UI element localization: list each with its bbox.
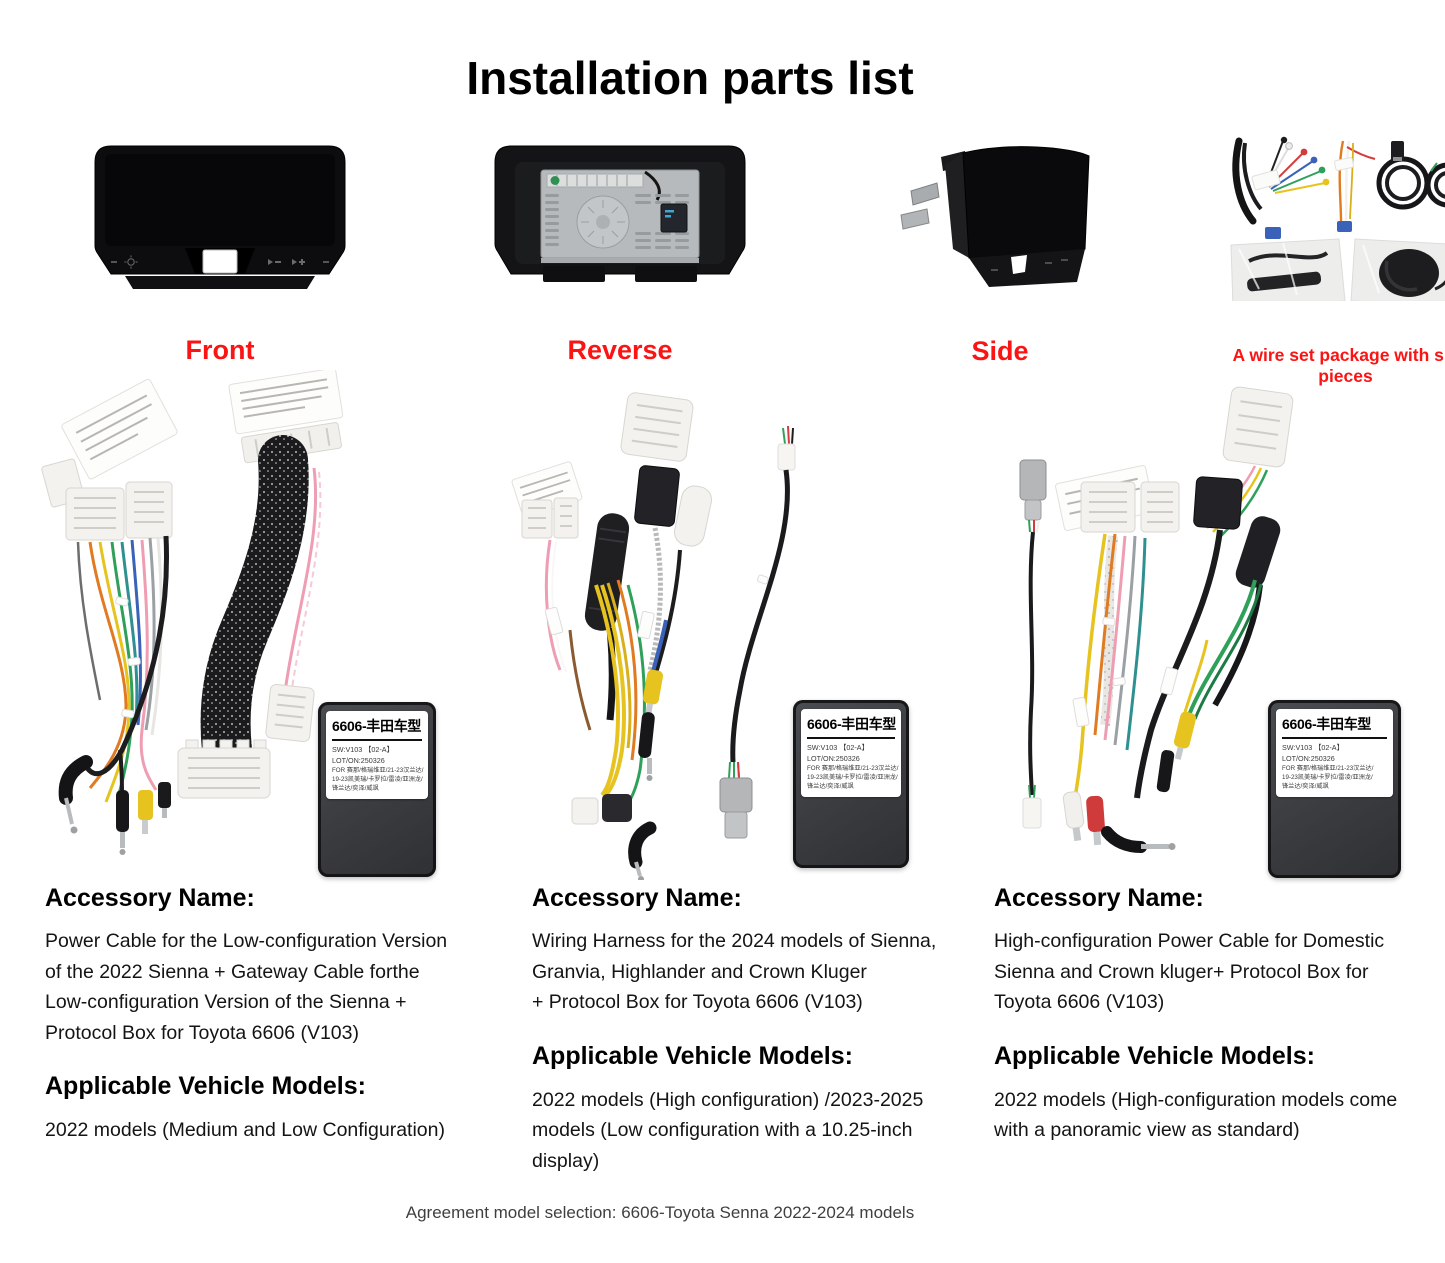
- harness-photo-1: 6606-丰田车型 SW:V103 【02-A】 LOT/ON:250326 F…: [30, 370, 450, 880]
- gateway-cable: [177, 370, 344, 799]
- side-view-figure: Side: [887, 121, 1113, 381]
- accessory-name-heading: Accessory Name:: [994, 884, 1204, 912]
- small-wire-strand: [1334, 140, 1376, 232]
- thin-signal-cable: [719, 425, 796, 839]
- protocol-box-label: 6606-丰田车型 SW:V103 【02-A】 LOT/ON:250326 F…: [1276, 709, 1393, 797]
- wire-set-caption: A wire set package with six pieces: [1232, 345, 1445, 386]
- harness-photo-3: 6606-丰田车型 SW:V103 【02-A】 LOT/ON:250326 F…: [955, 370, 1445, 880]
- side-caption: Side: [971, 336, 1029, 366]
- vehicle-models-heading: Applicable Vehicle Models:: [532, 1041, 853, 1070]
- rca-wire-bundle: [1232, 136, 1330, 239]
- aux-jack: [638, 712, 655, 759]
- protocol-box: 6606-丰田车型 SW:V103 【02-A】 LOT/ON:250326 F…: [1268, 700, 1401, 878]
- volume-plus-icon: [292, 259, 305, 265]
- vehicle-models-text: 2022 models (High configuration) /2023-2…: [532, 1088, 924, 1172]
- harness-1-illustration: [41, 370, 344, 855]
- protocol-box-title: 6606-丰田车型: [807, 714, 896, 739]
- antenna-plug: [58, 755, 93, 805]
- reverse-caption: Reverse: [567, 335, 673, 365]
- wire-set-figure: A wire set package with six pieces: [1203, 121, 1445, 386]
- accessory-column-1: Accessory Name: Power Cable for the Low-…: [45, 884, 507, 1146]
- coiled-cables: [1376, 141, 1445, 210]
- yellow-rca-plug: [1173, 711, 1197, 749]
- accessory-name-text: High-configuration Power Cable for Domes…: [994, 930, 1385, 1013]
- accessory-column-3: Accessory Name: High-configuration Power…: [994, 884, 1442, 1146]
- page-title: Installation parts list: [466, 51, 914, 104]
- thin-signal-cable: [1019, 459, 1047, 829]
- white-rca-plug: [1062, 791, 1085, 829]
- vehicle-models-heading: Applicable Vehicle Models:: [994, 1041, 1315, 1070]
- volume-minus-icon: [268, 259, 281, 265]
- protocol-box-label: 6606-丰田车型 SW:V103 【02-A】 LOT/ON:250326 F…: [326, 711, 428, 799]
- vent-slots: [545, 194, 689, 249]
- wire-set-photo: [1230, 136, 1445, 301]
- accessory-name-heading: Accessory Name:: [532, 884, 742, 912]
- red-rca-plug: [1086, 795, 1105, 833]
- amplifier-module: [584, 513, 630, 631]
- bagged-antennas: [1230, 238, 1445, 301]
- reverse-view-figure: Reverse: [485, 128, 755, 378]
- agreement-note: Agreement model selection: 6606-Toyota S…: [405, 1203, 915, 1222]
- vehicle-models-text: 2022 models (Medium and Low Configuratio…: [45, 1119, 445, 1141]
- fan-vent: [576, 195, 630, 249]
- vehicle-models-heading: Applicable Vehicle Models:: [45, 1072, 366, 1100]
- protocol-box-title: 6606-丰田车型: [332, 716, 422, 741]
- harness-photo-2: 6606-丰田车型 SW:V103 【02-A】 LOT/ON:250326 F…: [490, 370, 955, 880]
- processor-module: [1235, 516, 1281, 588]
- front-view-figure: Front: [85, 128, 355, 378]
- protocol-box-title: 6606-丰田车型: [1282, 714, 1387, 739]
- yellow-rca-plug: [642, 669, 664, 705]
- menu-dash-icon: [111, 261, 117, 263]
- accessory-name-heading: Accessory Name:: [45, 884, 255, 912]
- protocol-box: 6606-丰田车型 SW:V103 【02-A】 LOT/ON:250326 F…: [793, 700, 909, 868]
- accessory-name-text: Wiring Harness for the 2024 models of Si…: [532, 930, 937, 1013]
- front-caption: Front: [185, 335, 255, 365]
- protocol-box-label: 6606-丰田车型 SW:V103 【02-A】 LOT/ON:250326 F…: [801, 709, 901, 797]
- vehicle-models-text: 2022 models (High-configuration models c…: [994, 1088, 1398, 1142]
- antenna-plug: [1101, 826, 1147, 853]
- power-cable: [41, 378, 178, 855]
- connector-port: [660, 203, 688, 233]
- harness-2-illustration: [511, 392, 796, 880]
- gear-icon: [124, 255, 138, 269]
- accessory-column-2: Accessory Name: Wiring Harness for the 2…: [532, 884, 988, 1176]
- front-view-photo: [94, 145, 346, 289]
- side-view-photo: [899, 146, 1090, 287]
- yellow-rca-plug: [138, 790, 153, 820]
- reverse-view-photo: [494, 145, 746, 282]
- harness-3-illustration: [1019, 386, 1294, 853]
- accessory-name-text: Power Cable for the Low-configuration Ve…: [45, 930, 448, 1044]
- antenna-plug: [628, 821, 657, 869]
- protocol-box: 6606-丰田车型 SW:V103 【02-A】 LOT/ON:250326 F…: [318, 702, 436, 877]
- aux-jack: [116, 790, 129, 832]
